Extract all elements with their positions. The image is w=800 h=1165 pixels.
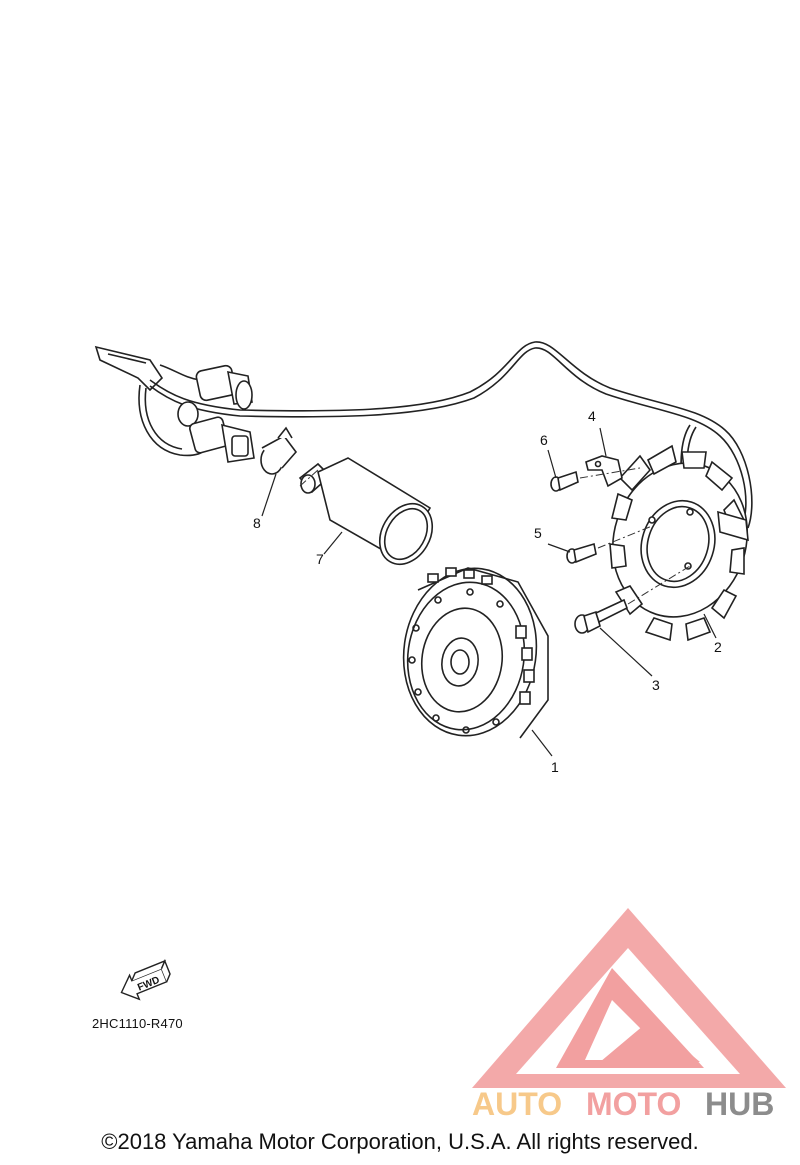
- callout-6: 6: [540, 432, 548, 448]
- watermark-auto-text: AUTO: [472, 1086, 562, 1122]
- watermark-hub-text: HUB: [705, 1086, 774, 1122]
- fwd-arrow-icon: FWD: [120, 959, 171, 1001]
- callout-2: 2: [714, 639, 722, 655]
- part-4-bracket: [585, 455, 623, 488]
- part-3-bolt: [574, 598, 629, 634]
- callout-5: 5: [534, 525, 542, 541]
- part-2-stator: [609, 444, 749, 642]
- callout-4: 4: [588, 408, 596, 424]
- leader-lines: [261, 427, 717, 757]
- harness-connectors: [177, 364, 255, 463]
- callout-7: 7: [316, 551, 324, 567]
- copyright-notice: ©2018 Yamaha Motor Corporation, U.S.A. A…: [101, 1129, 699, 1154]
- part-1-rotor: [402, 567, 549, 739]
- part-7-cover: [298, 457, 434, 565]
- callout-3: 3: [652, 677, 660, 693]
- automotohub-watermark: AUTO MOTO HUB: [472, 908, 786, 1122]
- diagram-part-code: 2HC1110-R470: [92, 1016, 183, 1031]
- callout-numbers: 1 2 3 4 5 6 7 8: [253, 408, 722, 775]
- part-5-screw: [566, 542, 597, 564]
- alignment-lines: [299, 467, 691, 605]
- callout-8: 8: [253, 515, 261, 531]
- part-8-clamp: [260, 426, 298, 475]
- watermark-moto-text: MOTO: [586, 1086, 681, 1122]
- callout-1: 1: [551, 759, 559, 775]
